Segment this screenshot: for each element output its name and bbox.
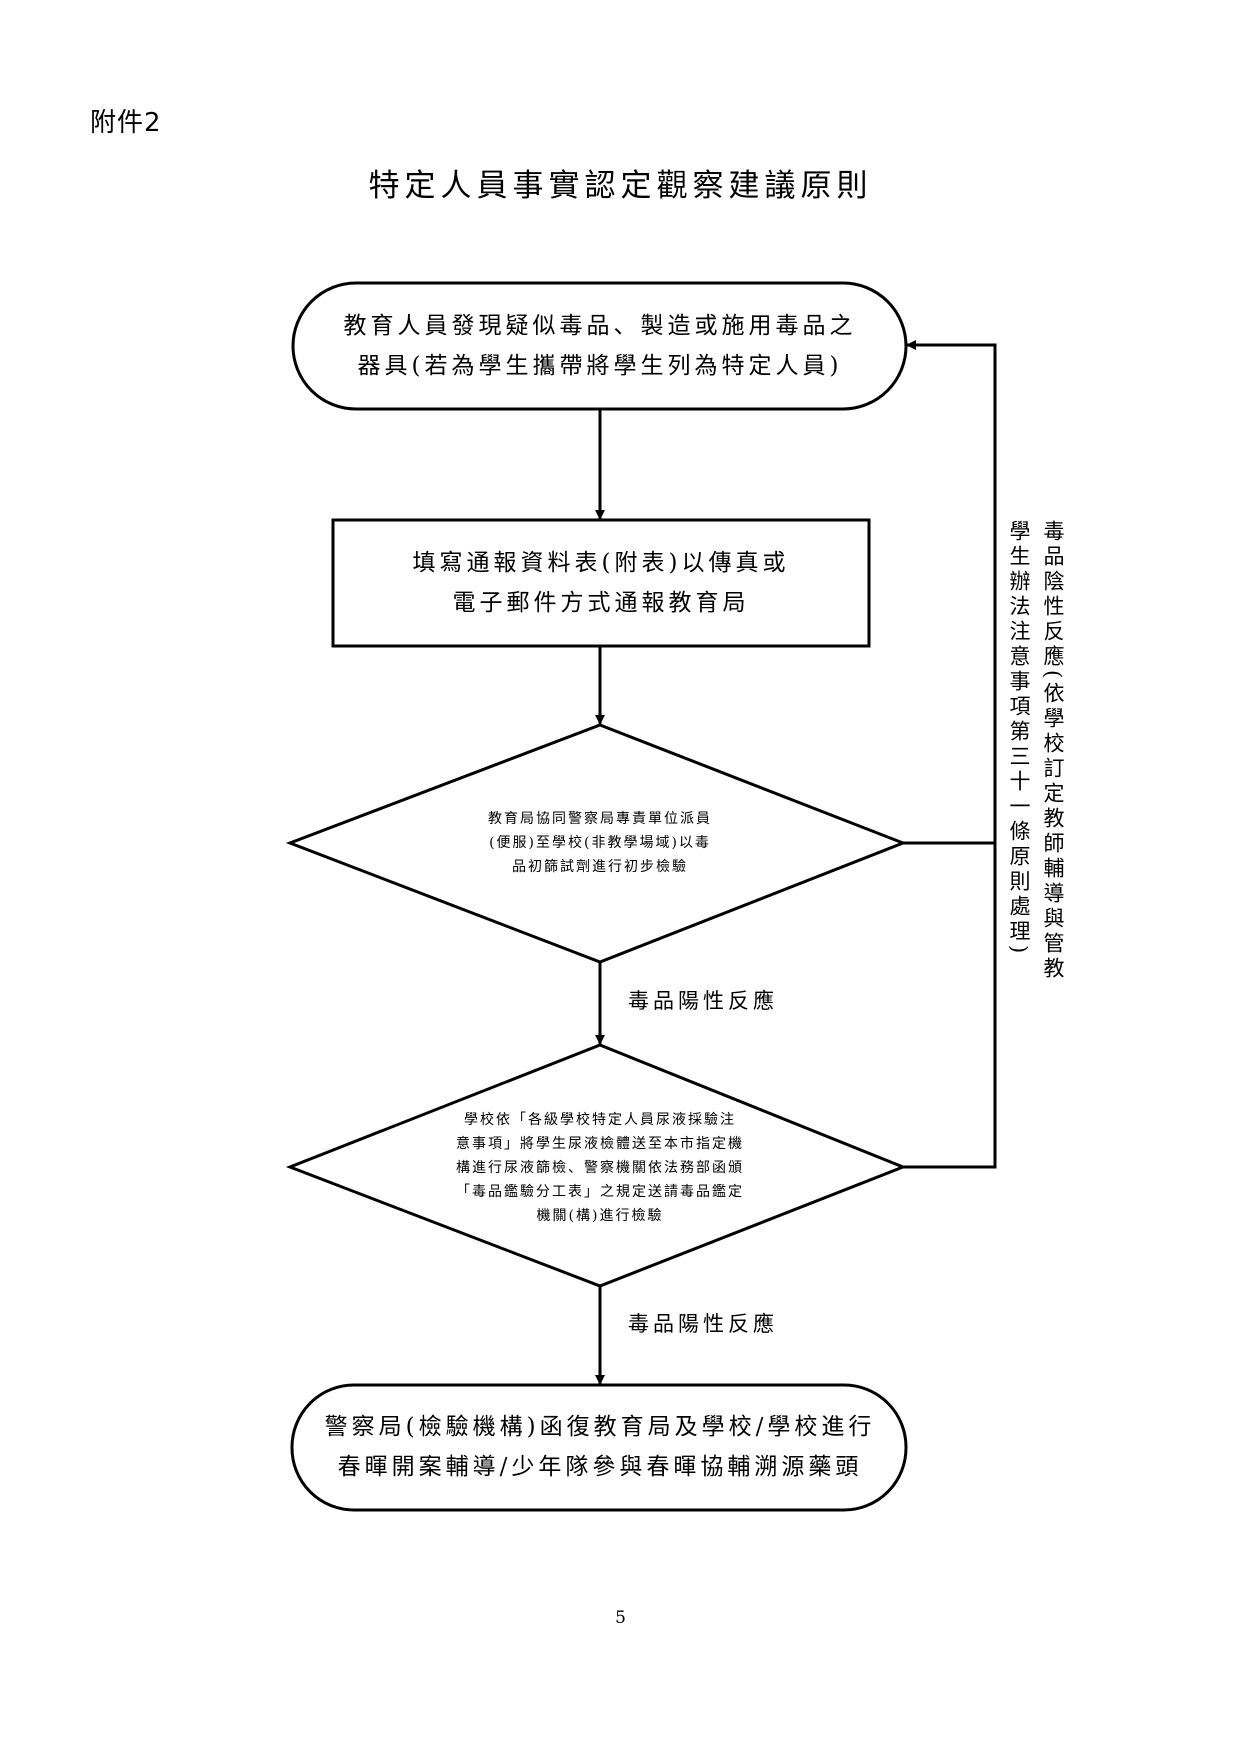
end-terminal-shape (290, 1383, 908, 1512)
report-process-text: 填寫通報資料表(附表)以傳真或 電子郵件方式通報教育局 (412, 550, 790, 616)
negative-loop-arrow (903, 340, 997, 1169)
negative-reaction-label-col1: 毒品陰性反應(依學校訂定教師輔導與管教 (1041, 520, 1065, 983)
page-number: 5 (615, 1608, 626, 1628)
start-terminal-text: 教育人員發現疑似毒品、製造或施用毒品之 器具(若為學生攜帶將學生列為特定人員) (343, 313, 857, 379)
page-title: 特定人員事實認定觀察建議原則 (368, 168, 873, 204)
end-terminal-text: 警察局(檢驗機構)函復教育局及學校/學校進行 春暉開案輔導/少年隊參與春暉協輔溯… (324, 1414, 876, 1480)
attachment-label: 附件2 (90, 108, 162, 138)
positive-reaction-label-1: 毒品陽性反應 (628, 989, 778, 1013)
decision1-text: 教育局協同警察局專責單位派員 (便服)至學校(非教學場域)以毒 品初篩試劑進行初… (488, 811, 712, 875)
decision2-text: 學校依「各級學校特定人員尿液採驗注 意事項」將學生尿液檢體送至本市指定機 構進行… (456, 1112, 744, 1224)
negative-reaction-label-col2: 學生辦法注意事項第三十一條原則處理) (1007, 520, 1031, 958)
positive-reaction-label-2: 毒品陽性反應 (628, 1312, 778, 1336)
